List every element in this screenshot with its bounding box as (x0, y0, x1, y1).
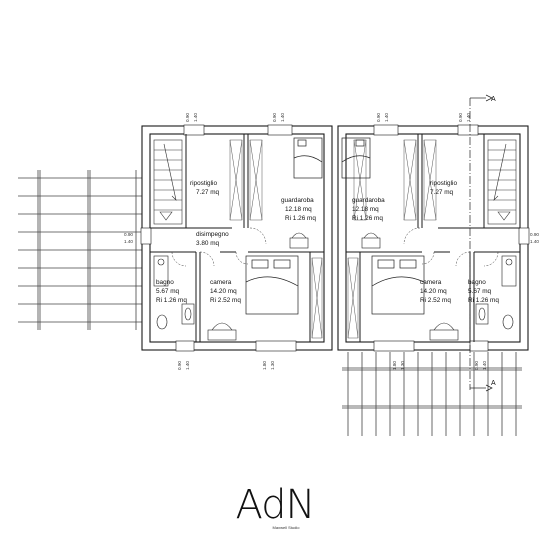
section-line-a (469, 94, 493, 392)
room-area-guardaroba-left: 12.18 mq (285, 206, 312, 213)
interior-partitions (150, 134, 520, 342)
room-name-bagno-left: bagno (156, 279, 174, 286)
room-ri-bagno-right: Ri 1.26 mq (468, 297, 499, 304)
svg-text:1.40: 1.40 (530, 239, 539, 244)
logo: AdN Maxwell Studio (230, 485, 320, 530)
room-area-guardaroba-right: 12.18 mq (352, 206, 379, 213)
room-ri-camera-left: Ri 2.52 mq (210, 297, 241, 304)
room-name-camera-left: camera (210, 279, 232, 286)
svg-text:0.90: 0.90 (474, 361, 479, 370)
svg-text:1.30: 1.30 (270, 361, 275, 370)
svg-text:0.90: 0.90 (458, 113, 463, 122)
room-ri-camera-right: Ri 2.52 mq (420, 297, 451, 304)
svg-text:1.40: 1.40 (384, 113, 389, 122)
room-name-camera-right: camera (420, 279, 442, 286)
left-pergola (18, 170, 142, 330)
svg-text:1.80: 1.80 (262, 361, 267, 370)
room-area-disimpegno-left: 3.80 mq (196, 240, 220, 247)
bathroom-fixtures (153, 255, 517, 330)
logo-subtitle: Maxwell Studio (272, 525, 300, 530)
room-area-camera-left: 14.20 mq (210, 288, 237, 295)
svg-text:1.40: 1.40 (185, 361, 190, 370)
svg-text:0.90: 0.90 (177, 361, 182, 370)
bottom-pergola (342, 352, 522, 436)
svg-text:1.80: 1.80 (392, 361, 397, 370)
room-area-camera-right: 14.20 mq (420, 288, 447, 295)
svg-text:1.40: 1.40 (466, 113, 471, 122)
room-ri-bagno-left: Ri 1.26 mq (156, 297, 187, 304)
room-area-ripostiglio-left: 7.27 mq (196, 189, 220, 196)
svg-text:0.90: 0.90 (376, 113, 381, 122)
room-name-guardaroba-left: guardaroba (281, 197, 314, 204)
svg-text:1.40: 1.40 (280, 113, 285, 122)
desks (207, 232, 459, 341)
svg-text:1.30: 1.30 (400, 361, 405, 370)
room-name-guardaroba-right: guardaroba (352, 197, 385, 204)
right-stairs (487, 139, 517, 225)
room-area-bagno-right: 5.67 mq (468, 288, 492, 295)
room-ri-guardaroba-right: Ri 1.26 mq (352, 215, 383, 222)
room-name-ripostiglio-right: ripostiglio (430, 180, 457, 187)
logo-mark: AdN (235, 482, 316, 528)
window-dimensions: 0.90 1.40 0.90 1.40 0.90 1.40 0.90 1.40 … (124, 113, 539, 370)
svg-text:0.90: 0.90 (272, 113, 277, 122)
svg-text:1.40: 1.40 (482, 361, 487, 370)
svg-text:0.90: 0.90 (185, 113, 190, 122)
svg-text:1.40: 1.40 (124, 239, 133, 244)
room-area-bagno-left: 5.67 mq (156, 288, 180, 295)
room-labels-left: ripostiglio 7.27 mq guardaroba 12.18 mq … (156, 180, 316, 304)
room-area-ripostiglio-right: 7.27 mq (430, 189, 454, 196)
left-stairs (153, 139, 183, 225)
svg-text:0.90: 0.90 (124, 232, 133, 237)
room-name-disimpegno-left: disimpegno (196, 231, 229, 238)
svg-text:0.90: 0.90 (530, 232, 539, 237)
door-swings (171, 227, 499, 267)
room-labels-right: guardaroba 12.18 mq Ri 1.26 mq ripostigl… (352, 180, 499, 304)
section-marker-top: A (491, 96, 496, 103)
window-openings (140, 124, 530, 352)
room-name-ripostiglio-left: ripostiglio (190, 180, 217, 187)
room-ri-guardaroba-left: Ri 1.26 mq (285, 215, 316, 222)
svg-text:1.40: 1.40 (193, 113, 198, 122)
beds (245, 137, 425, 315)
section-marker-bottom: A (491, 380, 496, 387)
room-name-bagno-right: bagno (468, 279, 486, 286)
wardrobes (229, 139, 437, 339)
